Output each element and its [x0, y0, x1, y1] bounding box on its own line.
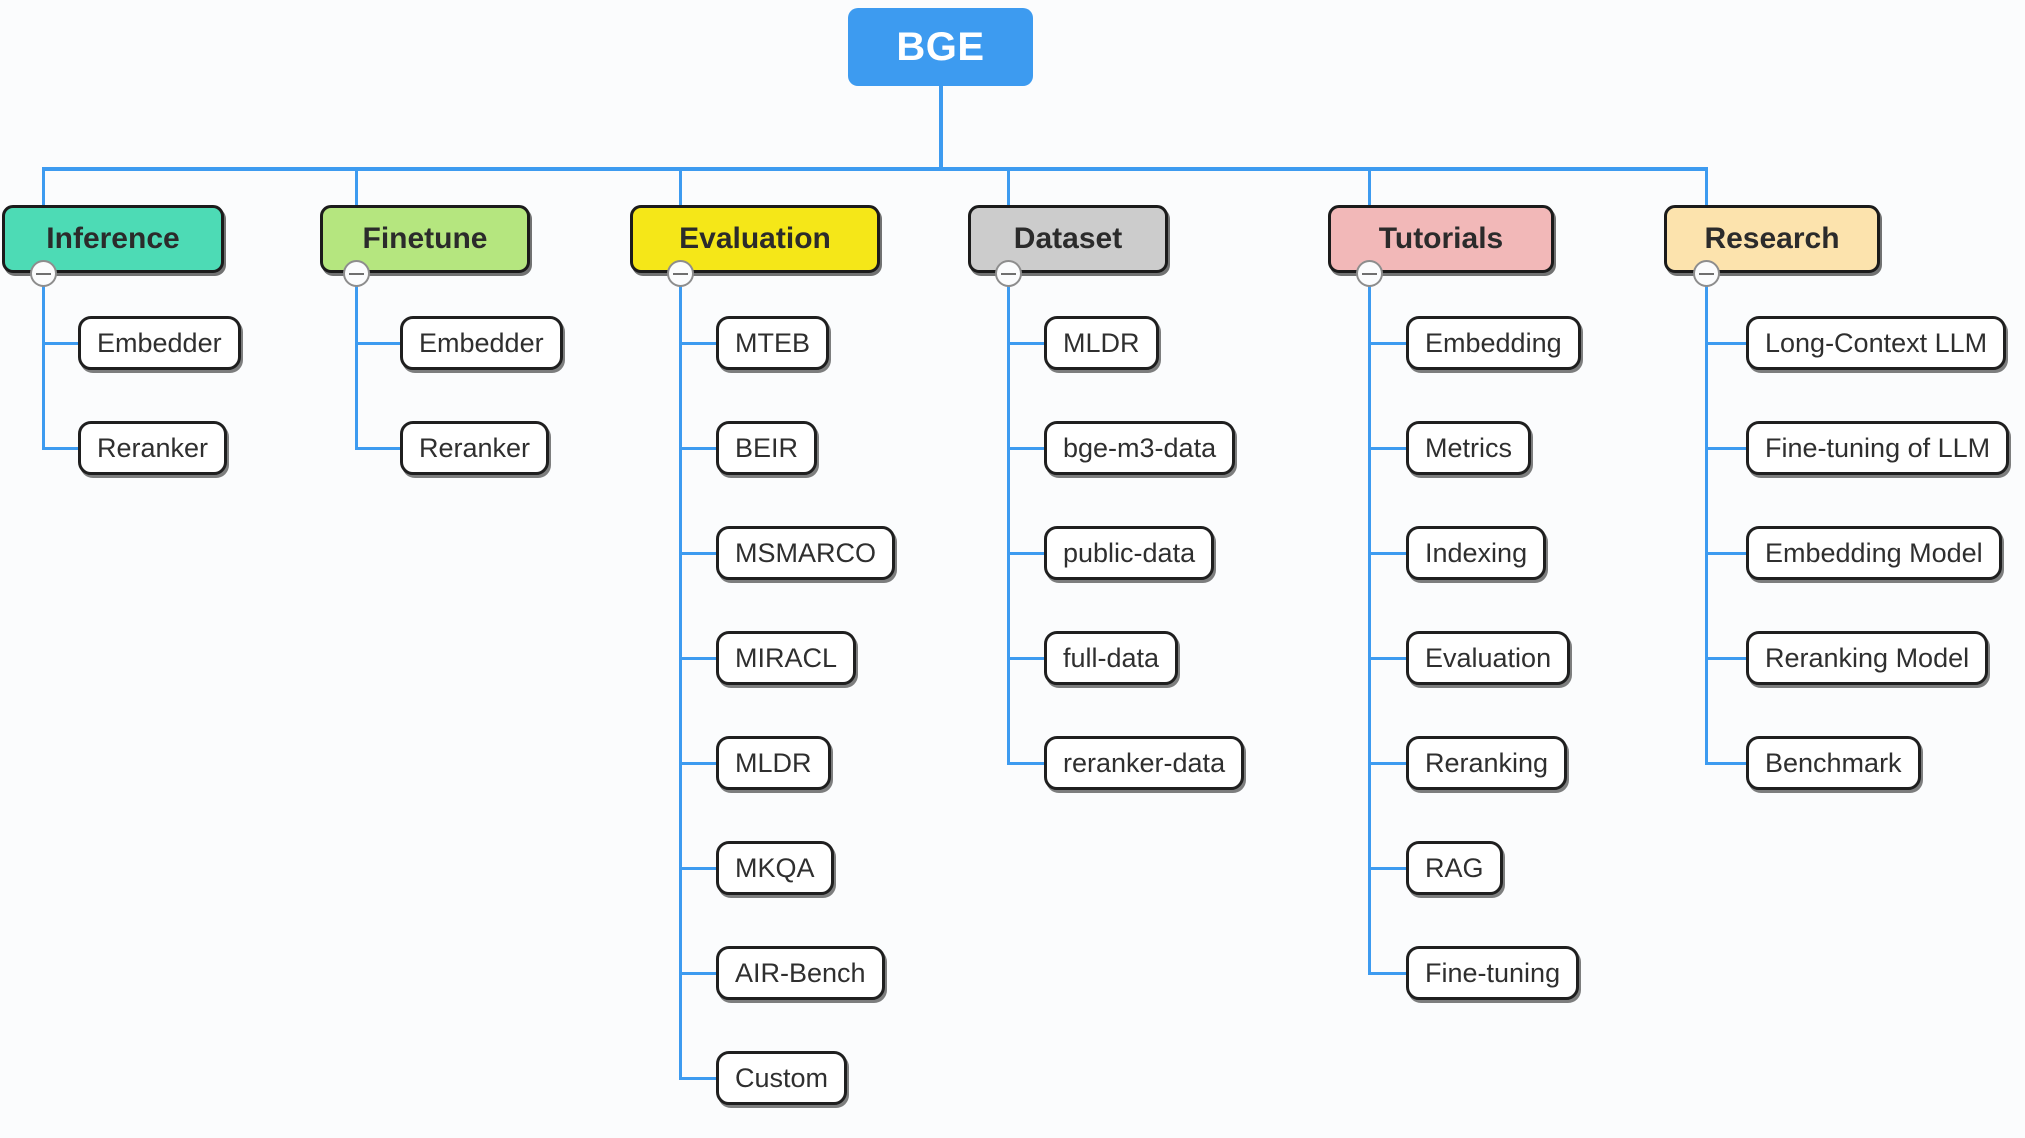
leaf-node[interactable]: MLDR — [1044, 316, 1159, 370]
leaf-connector — [1007, 342, 1044, 345]
branch-trunk-connector — [1705, 285, 1708, 765]
category-node-finetune[interactable]: Finetune — [320, 205, 530, 273]
leaf-node[interactable]: Reranker — [400, 421, 550, 475]
minus-circle-icon — [349, 272, 364, 275]
minus-circle-icon — [1001, 272, 1016, 275]
branch-drop-connector — [355, 167, 358, 207]
leaf-node[interactable]: Embedding Model — [1746, 526, 2002, 580]
collapse-toggle-evaluation[interactable] — [667, 260, 694, 287]
branch-drop-connector — [42, 167, 45, 207]
root-node-bge[interactable]: BGE — [848, 8, 1033, 86]
leaf-connector — [1007, 657, 1044, 660]
leaf-connector — [1705, 762, 1746, 765]
root-bus-connector — [42, 167, 1708, 171]
collapse-toggle-inference[interactable] — [30, 260, 57, 287]
leaf-connector — [679, 447, 716, 450]
leaf-connector — [1368, 657, 1406, 660]
leaf-connector — [1368, 552, 1406, 555]
leaf-connector — [679, 867, 716, 870]
leaf-node[interactable]: Reranking Model — [1746, 631, 1989, 685]
branch-drop-connector — [1705, 167, 1708, 207]
branch-trunk-connector — [355, 285, 358, 450]
leaf-node[interactable]: Embedding — [1406, 316, 1581, 370]
collapse-toggle-tutorials[interactable] — [1356, 260, 1383, 287]
branch-drop-connector — [1007, 167, 1010, 207]
leaf-connector — [1007, 447, 1044, 450]
leaf-node[interactable]: Reranker — [78, 421, 228, 475]
category-node-dataset[interactable]: Dataset — [968, 205, 1168, 273]
collapse-toggle-research[interactable] — [1693, 260, 1720, 287]
leaf-connector — [679, 1077, 716, 1080]
minus-circle-icon — [1362, 272, 1377, 275]
branch-drop-connector — [1368, 167, 1371, 207]
leaf-connector — [1705, 657, 1746, 660]
leaf-connector — [355, 447, 400, 450]
leaf-connector — [1368, 762, 1406, 765]
collapse-toggle-dataset[interactable] — [995, 260, 1022, 287]
leaf-connector — [1705, 447, 1746, 450]
leaf-node[interactable]: Fine-tuning of LLM — [1746, 421, 2010, 475]
branch-trunk-connector — [42, 285, 45, 450]
leaf-node[interactable]: MSMARCO — [716, 526, 895, 580]
leaf-connector — [679, 342, 716, 345]
branch-trunk-connector — [679, 285, 682, 1080]
leaf-connector — [42, 342, 78, 345]
root-stem-connector — [938, 86, 943, 170]
branch-trunk-connector — [1007, 285, 1010, 765]
leaf-node[interactable]: MIRACL — [716, 631, 857, 685]
leaf-node[interactable]: Long-Context LLM — [1746, 316, 2007, 370]
minus-circle-icon — [36, 272, 51, 275]
leaf-node[interactable]: Embedder — [400, 316, 563, 370]
leaf-connector — [1705, 552, 1746, 555]
leaf-node[interactable]: Fine-tuning — [1406, 946, 1580, 1000]
leaf-connector — [679, 657, 716, 660]
leaf-connector — [1007, 762, 1044, 765]
leaf-node[interactable]: public-data — [1044, 526, 1215, 580]
leaf-node[interactable]: Metrics — [1406, 421, 1531, 475]
category-node-evaluation[interactable]: Evaluation — [630, 205, 880, 273]
leaf-node[interactable]: Evaluation — [1406, 631, 1571, 685]
leaf-connector — [1368, 342, 1406, 345]
leaf-node[interactable]: reranker-data — [1044, 736, 1245, 790]
leaf-connector — [679, 552, 716, 555]
leaf-node[interactable]: MTEB — [716, 316, 830, 370]
leaf-node[interactable]: Reranking — [1406, 736, 1568, 790]
leaf-connector — [355, 342, 400, 345]
minus-circle-icon — [1699, 272, 1714, 275]
branch-trunk-connector — [1368, 285, 1371, 975]
leaf-connector — [679, 972, 716, 975]
leaf-connector — [1368, 867, 1406, 870]
leaf-node[interactable]: Custom — [716, 1051, 848, 1105]
leaf-connector — [1007, 552, 1044, 555]
leaf-node[interactable]: AIR-Bench — [716, 946, 885, 1000]
leaf-node[interactable]: BEIR — [716, 421, 818, 475]
minus-circle-icon — [673, 272, 688, 275]
leaf-node[interactable]: MLDR — [716, 736, 831, 790]
collapse-toggle-finetune[interactable] — [343, 260, 370, 287]
branch-drop-connector — [679, 167, 682, 207]
leaf-node[interactable]: bge-m3-data — [1044, 421, 1236, 475]
leaf-node[interactable]: Benchmark — [1746, 736, 1921, 790]
leaf-connector — [679, 762, 716, 765]
leaf-node[interactable]: MKQA — [716, 841, 834, 895]
leaf-node[interactable]: Indexing — [1406, 526, 1547, 580]
leaf-node[interactable]: full-data — [1044, 631, 1179, 685]
leaf-node[interactable]: RAG — [1406, 841, 1503, 895]
leaf-connector — [1368, 447, 1406, 450]
leaf-node[interactable]: Embedder — [78, 316, 241, 370]
leaf-connector — [42, 447, 78, 450]
leaf-connector — [1705, 342, 1746, 345]
leaf-connector — [1368, 972, 1406, 975]
